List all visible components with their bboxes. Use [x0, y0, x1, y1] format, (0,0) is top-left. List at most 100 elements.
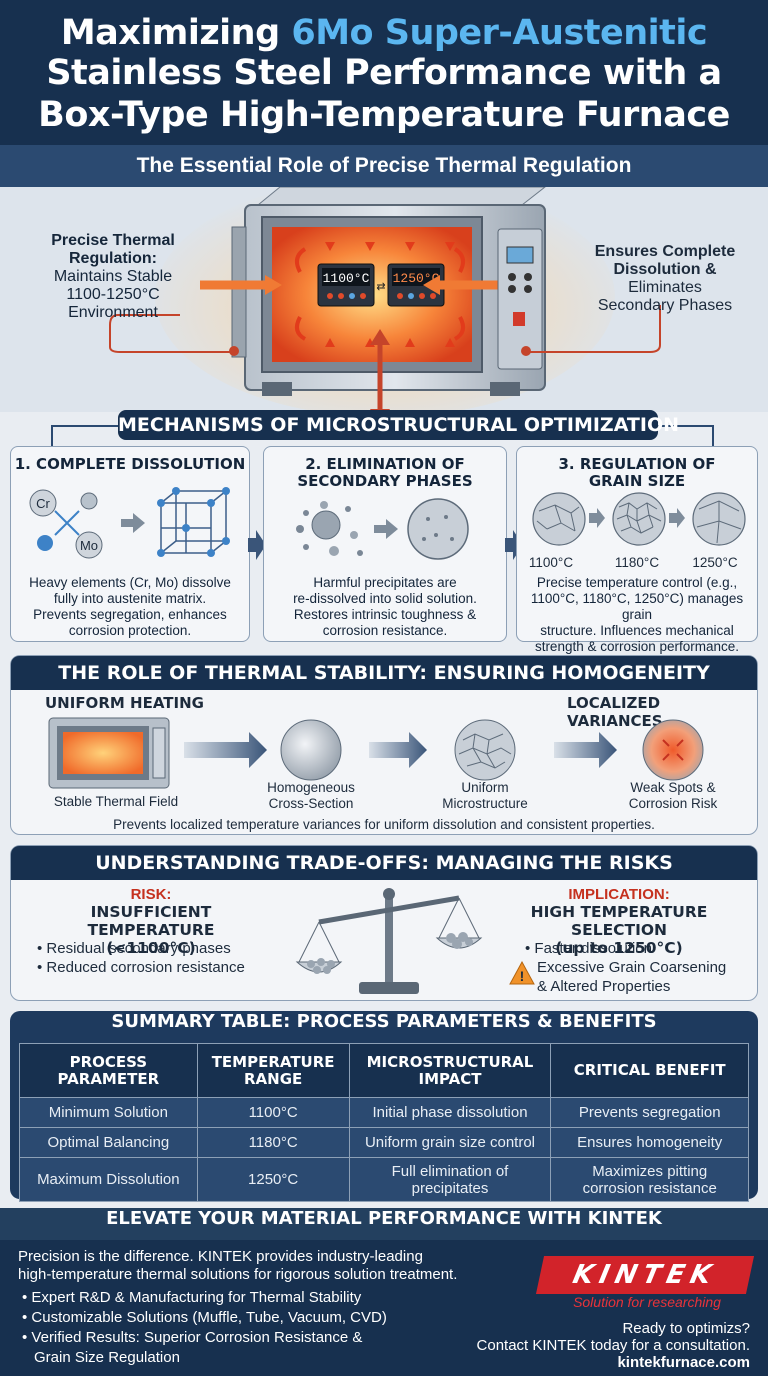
hero-left-text2: 1100-1250°C — [66, 286, 160, 303]
cta-line: Ready to optimizs? — [622, 1320, 750, 1337]
kintek-tagline: Solution for researching — [573, 1294, 721, 1310]
risk-block: RISK: INSUFFICIENT TEMPERATURE (<1100°C) — [31, 886, 271, 957]
svg-text:⇄: ⇄ — [376, 281, 385, 293]
mechanism-card-grain: 3. REGULATION OF GRAIN SIZE 1100°C 1180°… — [516, 446, 758, 654]
dissolution-illustration: Cr Mo — [29, 487, 230, 559]
risk-heading-sub: (<1100°C) — [106, 939, 196, 957]
svg-text:!: ! — [520, 968, 525, 984]
risk-bullets: • Residual secondary phases • Reduced co… — [37, 939, 245, 977]
table-cell-text: 1250°C — [248, 1171, 299, 1188]
mechanism-card-elimination: 2. ELIMINATION OF SECONDARY PHASES Harmf… — [263, 446, 507, 642]
mechanisms-connector — [51, 425, 714, 450]
footer-section: ELEVATE YOUR MATERIAL PERFORMANCE WITH K… — [0, 1208, 768, 1376]
implication-heading-sub: (up to 1250°C) — [555, 939, 683, 957]
precipitate-illustration — [296, 498, 469, 560]
balance-scale-illustration — [295, 888, 483, 994]
warning-line: & Altered Properties — [537, 978, 671, 995]
risk-bullet: • Residual secondary phases — [37, 940, 231, 957]
warning-line: Excessive Grain Coarsening — [537, 959, 727, 976]
table-cell-text: Ensures homogeneity — [577, 1134, 723, 1151]
card2-text: Harmful precipitates are re-dissolved in… — [270, 575, 500, 639]
thermal-stability-panel: THE ROLE OF THERMAL STABILITY: ENSURING … — [10, 655, 758, 835]
implication-tag: IMPLICATION: — [568, 886, 670, 903]
footer-intro-line: high-temperature thermal solutions for r… — [18, 1266, 458, 1283]
mechanisms-title: MECHANISMS OF MICROSTRUCTURAL OPTIMIZATI… — [118, 410, 679, 440]
table-header-text: TEMPERATURE — [211, 1052, 335, 1071]
table-header-text: IMPACT — [418, 1069, 482, 1088]
display-left-readout: 1100°C — [323, 271, 370, 286]
card1-text-line: Prevents segregation, enhances — [33, 607, 227, 622]
table-cell: Uniform grain size control — [348, 1127, 552, 1158]
card2-title-2: SECONDARY PHASES — [297, 472, 473, 490]
hero-left-text1: Maintains Stable — [53, 268, 173, 285]
title-accent: 6Mo Super-Austenitic — [291, 13, 708, 53]
table-cell: Optimal Balancing — [19, 1127, 198, 1158]
homogeneous-label: Homogeneous Cross-Section — [251, 780, 371, 812]
website-link[interactable]: kintekfurnace.com — [617, 1354, 750, 1371]
uniform-heating-heading: UNIFORM HEATING — [45, 694, 204, 712]
footer-bullet: • Verified Results: Superior Corrosion R… — [22, 1329, 363, 1346]
kintek-logo: KINTEK — [535, 1256, 755, 1294]
table-cell-text: Maximum Dissolution — [37, 1171, 180, 1188]
hero-right-bold2: Dissolution & — [613, 261, 717, 278]
uniform-micro-label-line: Microstructure — [442, 796, 528, 811]
stability-caption: Prevents localized temperature variances… — [113, 817, 655, 832]
warning-text: Excessive Grain Coarsening & Altered Pro… — [537, 958, 726, 996]
arrow-icon — [248, 530, 266, 565]
uniform-micro-label-line: Uniform — [461, 780, 509, 795]
table-cell: 1100°C — [196, 1097, 350, 1128]
stability-flow-illustration — [48, 717, 704, 789]
card1-text-line: fully into austenite matrix. — [53, 591, 207, 606]
implication-bullet: • Faster dissolution — [525, 940, 652, 957]
table-cell-text: Full elimination of — [391, 1162, 509, 1180]
stable-thermal-field-label: Stable Thermal Field — [53, 794, 179, 809]
card3-text-line: Precise temperature control (e.g., — [536, 575, 738, 590]
mechanism-card-dissolution: 1. COMPLETE DISSOLUTION Cr Mo Heavy elem… — [10, 446, 250, 642]
table-header-text: RANGE — [243, 1069, 303, 1088]
hero-right-bold1: Ensures Complete — [594, 243, 736, 260]
table-cell-text: 1180°C — [248, 1134, 298, 1151]
hero-left-bold: Precise Thermal Regulation: — [51, 232, 175, 267]
table-cell-text: Prevents segregation — [578, 1104, 721, 1121]
title-line-3: Box-Type High-Temperature Furnace — [38, 95, 730, 135]
table-header-text: MICROSTRUCTURAL — [366, 1052, 534, 1071]
table-cell-text: Optimal Balancing — [47, 1134, 170, 1151]
tradeoffs-panel: UNDERSTANDING TRADE-OFFS: MANAGING THE R… — [10, 845, 758, 1001]
table-cell-text: Uniform grain size control — [364, 1134, 536, 1151]
weak-spots-label-line: Weak Spots & — [630, 780, 716, 795]
table-header-cell: CRITICAL BENEFIT — [550, 1043, 749, 1098]
table-header-text: PROCESS — [69, 1052, 148, 1071]
weak-spots-label: Weak Spots & Corrosion Risk — [611, 780, 735, 812]
kintek-logo-text: KINTEK — [570, 1260, 720, 1290]
weak-spots-label-line: Corrosion Risk — [628, 796, 718, 811]
summary-title: SUMMARY TABLE: PROCESS PARAMETERS & BENE… — [111, 1011, 657, 1032]
table-cell: 1180°C — [196, 1127, 350, 1158]
card3-text-line: 1100°C, 1180°C, 1250°C) manages grain — [530, 591, 744, 622]
title-line-1: Maximizing 6Mo Super-Austenitic — [60, 13, 708, 53]
table-cell: Ensures homogeneity — [550, 1127, 749, 1158]
title-line-2: Stainless Steel Performance with a — [46, 53, 722, 93]
table-cell: Minimum Solution — [19, 1097, 198, 1128]
table-header-text: CRITICAL BENEFIT — [573, 1061, 726, 1079]
hero-left-label: Precise Thermal Regulation: Maintains St… — [28, 232, 198, 322]
table-row: Maximum Dissolution 1250°C Full eliminatio… — [19, 1157, 749, 1202]
localized-variances-heading: LOCALIZED VARIANCES — [567, 694, 663, 730]
summary-panel: SUMMARY TABLE: PROCESS PARAMETERS & BENE… — [10, 1011, 758, 1202]
footer-intro-line: Precision is the difference. KINTEK prov… — [18, 1248, 423, 1265]
implication-heading: HIGH TEMPERATURE SELECTION — [530, 903, 708, 939]
card2-text-line: Harmful precipitates are — [313, 575, 457, 590]
footer-title: ELEVATE YOUR MATERIAL PERFORMANCE WITH K… — [0, 1208, 768, 1240]
table-cell-text: Initial phase dissolution — [372, 1104, 528, 1121]
card3-text: Precise temperature control (e.g., 1100°… — [523, 575, 751, 655]
card2-title-1: 2. ELIMINATION OF — [305, 455, 465, 473]
card3-title-1: 3. REGULATION OF — [558, 455, 716, 473]
card3-text-line: structure. Influences mechanical — [540, 623, 734, 638]
table-cell-text: Maximizes pitting — [592, 1162, 708, 1180]
homogeneous-label-line: Homogeneous — [267, 780, 355, 795]
card3-title-2: GRAIN SIZE — [588, 472, 686, 490]
footer-intro: Precision is the difference. KINTEK prov… — [18, 1248, 457, 1284]
card3-text-line: strength & corrosion performance. — [534, 639, 740, 654]
